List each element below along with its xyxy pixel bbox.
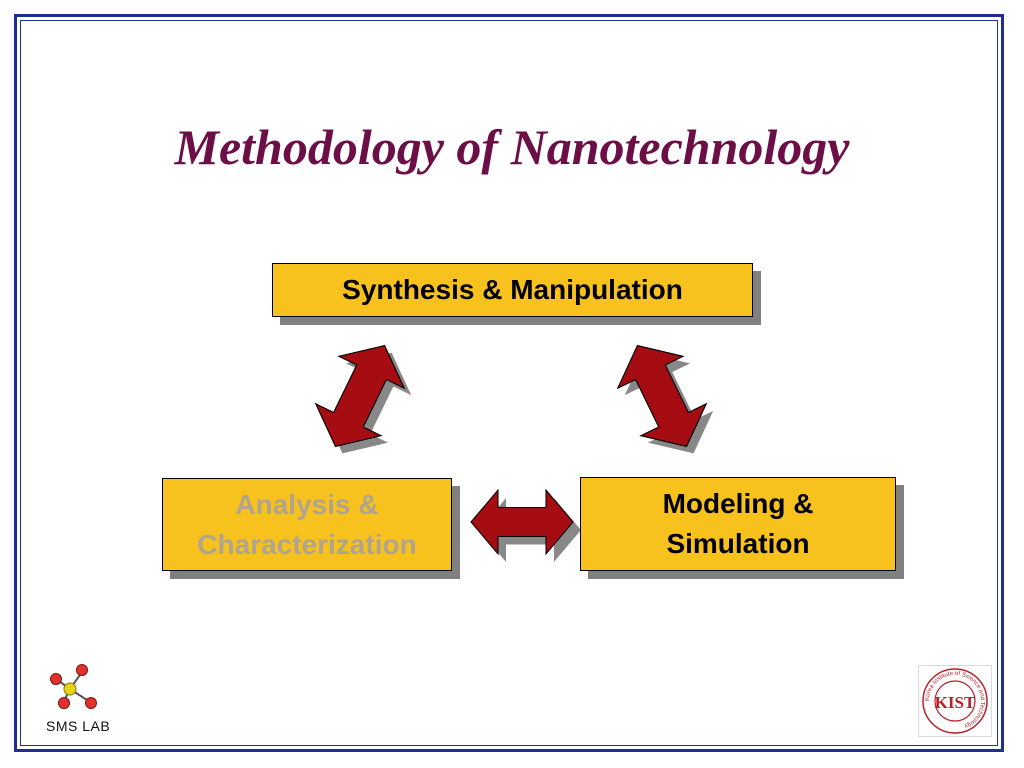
slide-outer-border (14, 14, 1004, 752)
arrow-synthesis-analysis (301, 328, 425, 470)
analysis-characterization-box: Analysis & Characterization (162, 478, 452, 571)
slide-inner-border (20, 20, 998, 746)
synthesis-manipulation-label: Synthesis & Manipulation (342, 274, 683, 305)
analysis-line2: Characterization (197, 528, 417, 560)
synthesis-manipulation-box: Synthesis & Manipulation (272, 263, 753, 317)
analysis-line1: Analysis & (235, 488, 379, 520)
sms-lab-logo: SMS LAB (38, 658, 118, 738)
kist-letters: KIST (935, 693, 976, 712)
kist-seal-icon: Korea Institute of Science and Technolog… (922, 668, 988, 734)
molecule-icon (50, 664, 97, 709)
modeling-line1: Modeling & (662, 488, 814, 519)
slide-title: Methodology of Nanotechnology (174, 119, 850, 175)
kist-logo: Korea Institute of Science and Technolog… (918, 665, 992, 737)
sms-lab-label: SMS LAB (46, 718, 111, 734)
modeling-simulation-box: Modeling & Simulation (580, 477, 896, 571)
arrow-synthesis-modeling (603, 328, 727, 470)
arrow-analysis-modeling (469, 488, 581, 562)
modeling-line2: Simulation (666, 528, 810, 559)
